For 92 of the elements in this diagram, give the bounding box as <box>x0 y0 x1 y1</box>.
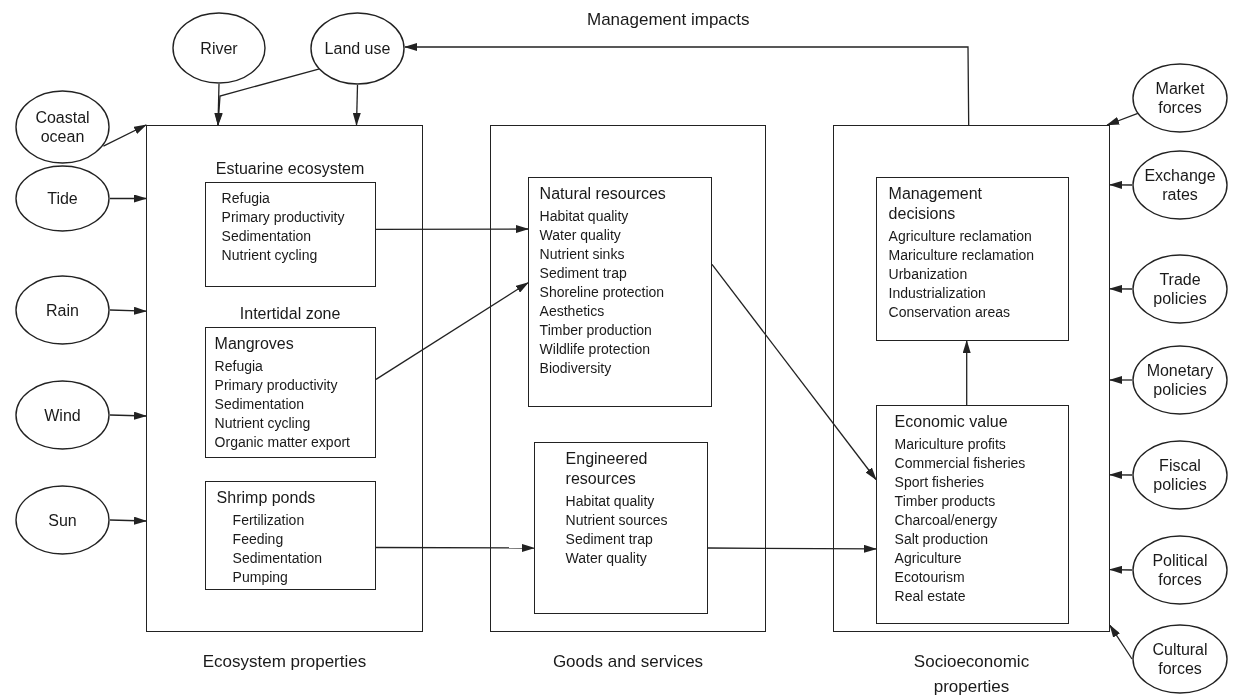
category-box <box>204 480 376 590</box>
factor-label: Political forces <box>1151 551 1209 589</box>
list-item: Refugia <box>221 188 270 208</box>
list-item: Agriculture <box>894 548 962 568</box>
arrow <box>109 516 147 525</box>
edge-label: Management impacts <box>585 10 752 30</box>
list-item: Feeding <box>232 529 284 549</box>
factor-label: Monetary policies <box>1145 361 1215 399</box>
list-item: Urbanization <box>888 264 968 284</box>
list-item: Water quality <box>565 548 647 568</box>
arrow <box>214 68 321 126</box>
list-item: Industrialization <box>888 283 986 303</box>
factor-label: Coastal ocean <box>34 108 91 146</box>
arrow <box>1109 565 1133 574</box>
list-item: Sediment trap <box>539 263 627 283</box>
box-heading: Intertidal zone <box>238 304 342 323</box>
arrow <box>404 43 970 126</box>
list-item: Nutrient sources <box>565 510 668 530</box>
arrow <box>352 84 361 126</box>
arrow <box>109 194 147 203</box>
list-item: Charcoal/energy <box>894 510 998 530</box>
list-item: Aesthetics <box>539 301 605 321</box>
list-item: Nutrient cycling <box>214 413 311 433</box>
factor-label: Sun <box>48 510 77 530</box>
list-item: Shoreline protection <box>539 282 665 302</box>
factor-label: Cultural forces <box>1151 640 1209 678</box>
arrow <box>962 340 971 406</box>
list-item: Sediment trap <box>565 529 653 549</box>
list-item: Timber products <box>894 491 996 511</box>
category-box <box>527 176 712 407</box>
list-item: Nutrient cycling <box>221 245 318 265</box>
list-item: Salt production <box>894 529 988 549</box>
factor-label: Wind <box>44 405 81 425</box>
list-item: Conservation areas <box>888 302 1010 322</box>
factor-label: Exchange rates <box>1143 166 1217 204</box>
list-item: Sedimentation <box>221 226 312 246</box>
list-item: Commercial fisheries <box>894 453 1026 473</box>
list-item: Timber production <box>539 320 652 340</box>
arrow <box>1109 180 1133 189</box>
factor-label: Market forces <box>1154 79 1206 117</box>
list-item: Habitat quality <box>565 491 655 511</box>
box-heading: Mangroves <box>214 333 294 354</box>
box-heading: Shrimp ponds <box>216 487 316 508</box>
list-item: Nutrient sinks <box>539 244 625 264</box>
factor-label: Rain <box>46 300 79 320</box>
list-item: Sedimentation <box>214 394 305 414</box>
arrow <box>1109 376 1133 384</box>
arrow <box>375 282 529 381</box>
list-item: Fertilization <box>232 510 305 530</box>
list-item: Pumping <box>232 567 288 587</box>
list-item: Biodiversity <box>539 358 612 378</box>
list-item: Real estate <box>894 586 966 606</box>
factor-label: Trade policies <box>1152 270 1208 308</box>
arrow <box>1109 624 1133 660</box>
list-item: Refugia <box>214 356 263 376</box>
box-heading: Economic value <box>894 411 1008 432</box>
box-heading: Engineered resources <box>565 448 649 489</box>
factor-label: Tide <box>47 189 78 208</box>
list-item: Mariculture profits <box>894 434 1006 454</box>
list-item: Habitat quality <box>539 206 629 226</box>
arrow <box>102 124 147 147</box>
box-heading: Estuarine ecosystem <box>214 159 366 178</box>
factor-label: River <box>200 38 238 58</box>
list-item: Ecotourism <box>894 567 965 587</box>
list-item: Sedimentation <box>232 548 323 568</box>
arrow <box>1109 284 1133 293</box>
category-box <box>875 176 1069 341</box>
list-item: Water quality <box>539 225 621 245</box>
arrow <box>109 306 147 315</box>
box-heading: Management decisions <box>888 183 983 224</box>
arrow <box>109 411 147 420</box>
arrow <box>707 544 877 553</box>
arrow <box>1109 470 1133 479</box>
list-item: Primary productivity <box>214 375 338 395</box>
arrow <box>1106 112 1139 126</box>
category-box <box>875 404 1069 624</box>
arrow <box>375 543 535 552</box>
panel-caption: Socioeconomic properties <box>912 651 1031 698</box>
list-item: Agriculture reclamation <box>888 226 1032 246</box>
list-item: Sport fisheries <box>894 472 985 492</box>
list-item: Organic matter export <box>214 432 350 452</box>
factor-label: Land use <box>324 39 391 58</box>
list-item: Wildlife protection <box>539 339 651 359</box>
category-box <box>533 441 708 614</box>
factor-label: Fiscal policies <box>1152 456 1208 494</box>
list-item: Mariculture reclamation <box>888 245 1035 265</box>
box-heading: Natural resources <box>539 183 666 204</box>
list-item: Primary productivity <box>221 207 345 227</box>
panel-caption: Goods and services <box>551 651 705 673</box>
arrow <box>375 225 529 233</box>
panel-caption: Ecosystem properties <box>201 651 368 673</box>
arrow <box>711 263 877 481</box>
